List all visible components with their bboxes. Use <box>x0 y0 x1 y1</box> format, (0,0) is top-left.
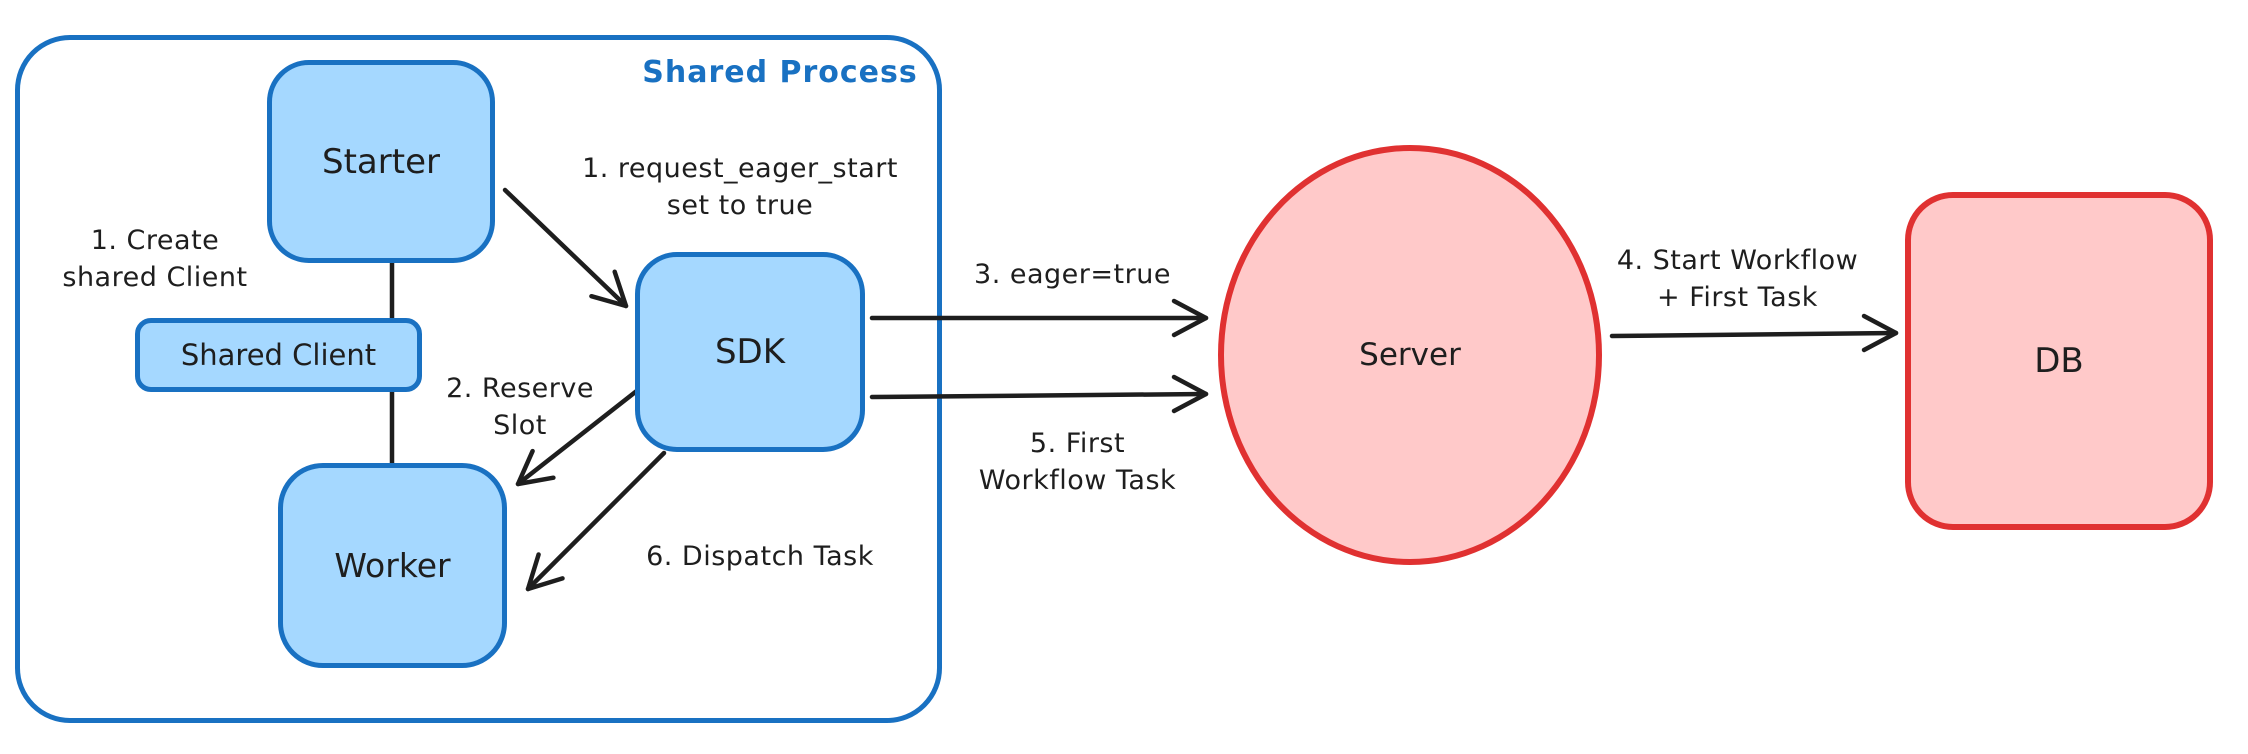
node-db-label: DB <box>2034 341 2084 381</box>
node-shared-client: Shared Client <box>135 318 422 392</box>
edge-label-create-shared-client: 1. Create shared Client <box>30 222 280 296</box>
edge-label-line: shared Client <box>62 262 248 293</box>
edge-label-line: 1. Create <box>90 225 220 256</box>
node-starter: Starter <box>267 60 495 263</box>
edge-label-line: Slot <box>493 410 547 441</box>
edge-label-line: set to true <box>666 190 814 221</box>
edge-label-line: 3. eager=true <box>974 259 1171 290</box>
shared-process-group-frame <box>15 35 942 723</box>
edge-label-first-workflow-task: 5. First Workflow Task <box>945 425 1210 499</box>
edge-label-line: 2. Reserve <box>446 373 594 404</box>
node-shared-client-label: Shared Client <box>180 338 377 372</box>
edge-label-reserve-slot: 2. Reserve Slot <box>420 370 620 444</box>
node-server: Server <box>1218 145 1602 565</box>
edge-label-line: + First Task <box>1657 282 1818 313</box>
edge-label-dispatch-task: 6. Dispatch Task <box>610 538 910 575</box>
edge-label-eager-true: 3. eager=true <box>950 256 1195 293</box>
node-db: DB <box>1905 192 2213 530</box>
edge-label-line: 1. request_eager_start <box>582 153 898 184</box>
node-worker: Worker <box>278 463 507 668</box>
edge-label-start-workflow: 4. Start Workflow + First Task <box>1585 242 1890 316</box>
edge-label-line: Workflow Task <box>978 465 1177 496</box>
edge-label-request-eager-start: 1. request_eager_start set to true <box>540 150 940 224</box>
edge-server-db-arrow <box>1609 313 1899 353</box>
node-sdk: SDK <box>635 252 865 452</box>
edge-label-line: 6. Dispatch Task <box>646 541 874 572</box>
edge-label-line: 4. Start Workflow <box>1616 245 1859 276</box>
shared-process-group-label: Shared Process <box>642 55 918 90</box>
node-starter-label: Starter <box>322 141 440 182</box>
node-server-label: Server <box>1359 337 1461 373</box>
node-worker-label: Worker <box>334 546 451 585</box>
node-sdk-label: SDK <box>714 332 786 372</box>
edge-label-line: 5. First <box>1029 428 1126 459</box>
